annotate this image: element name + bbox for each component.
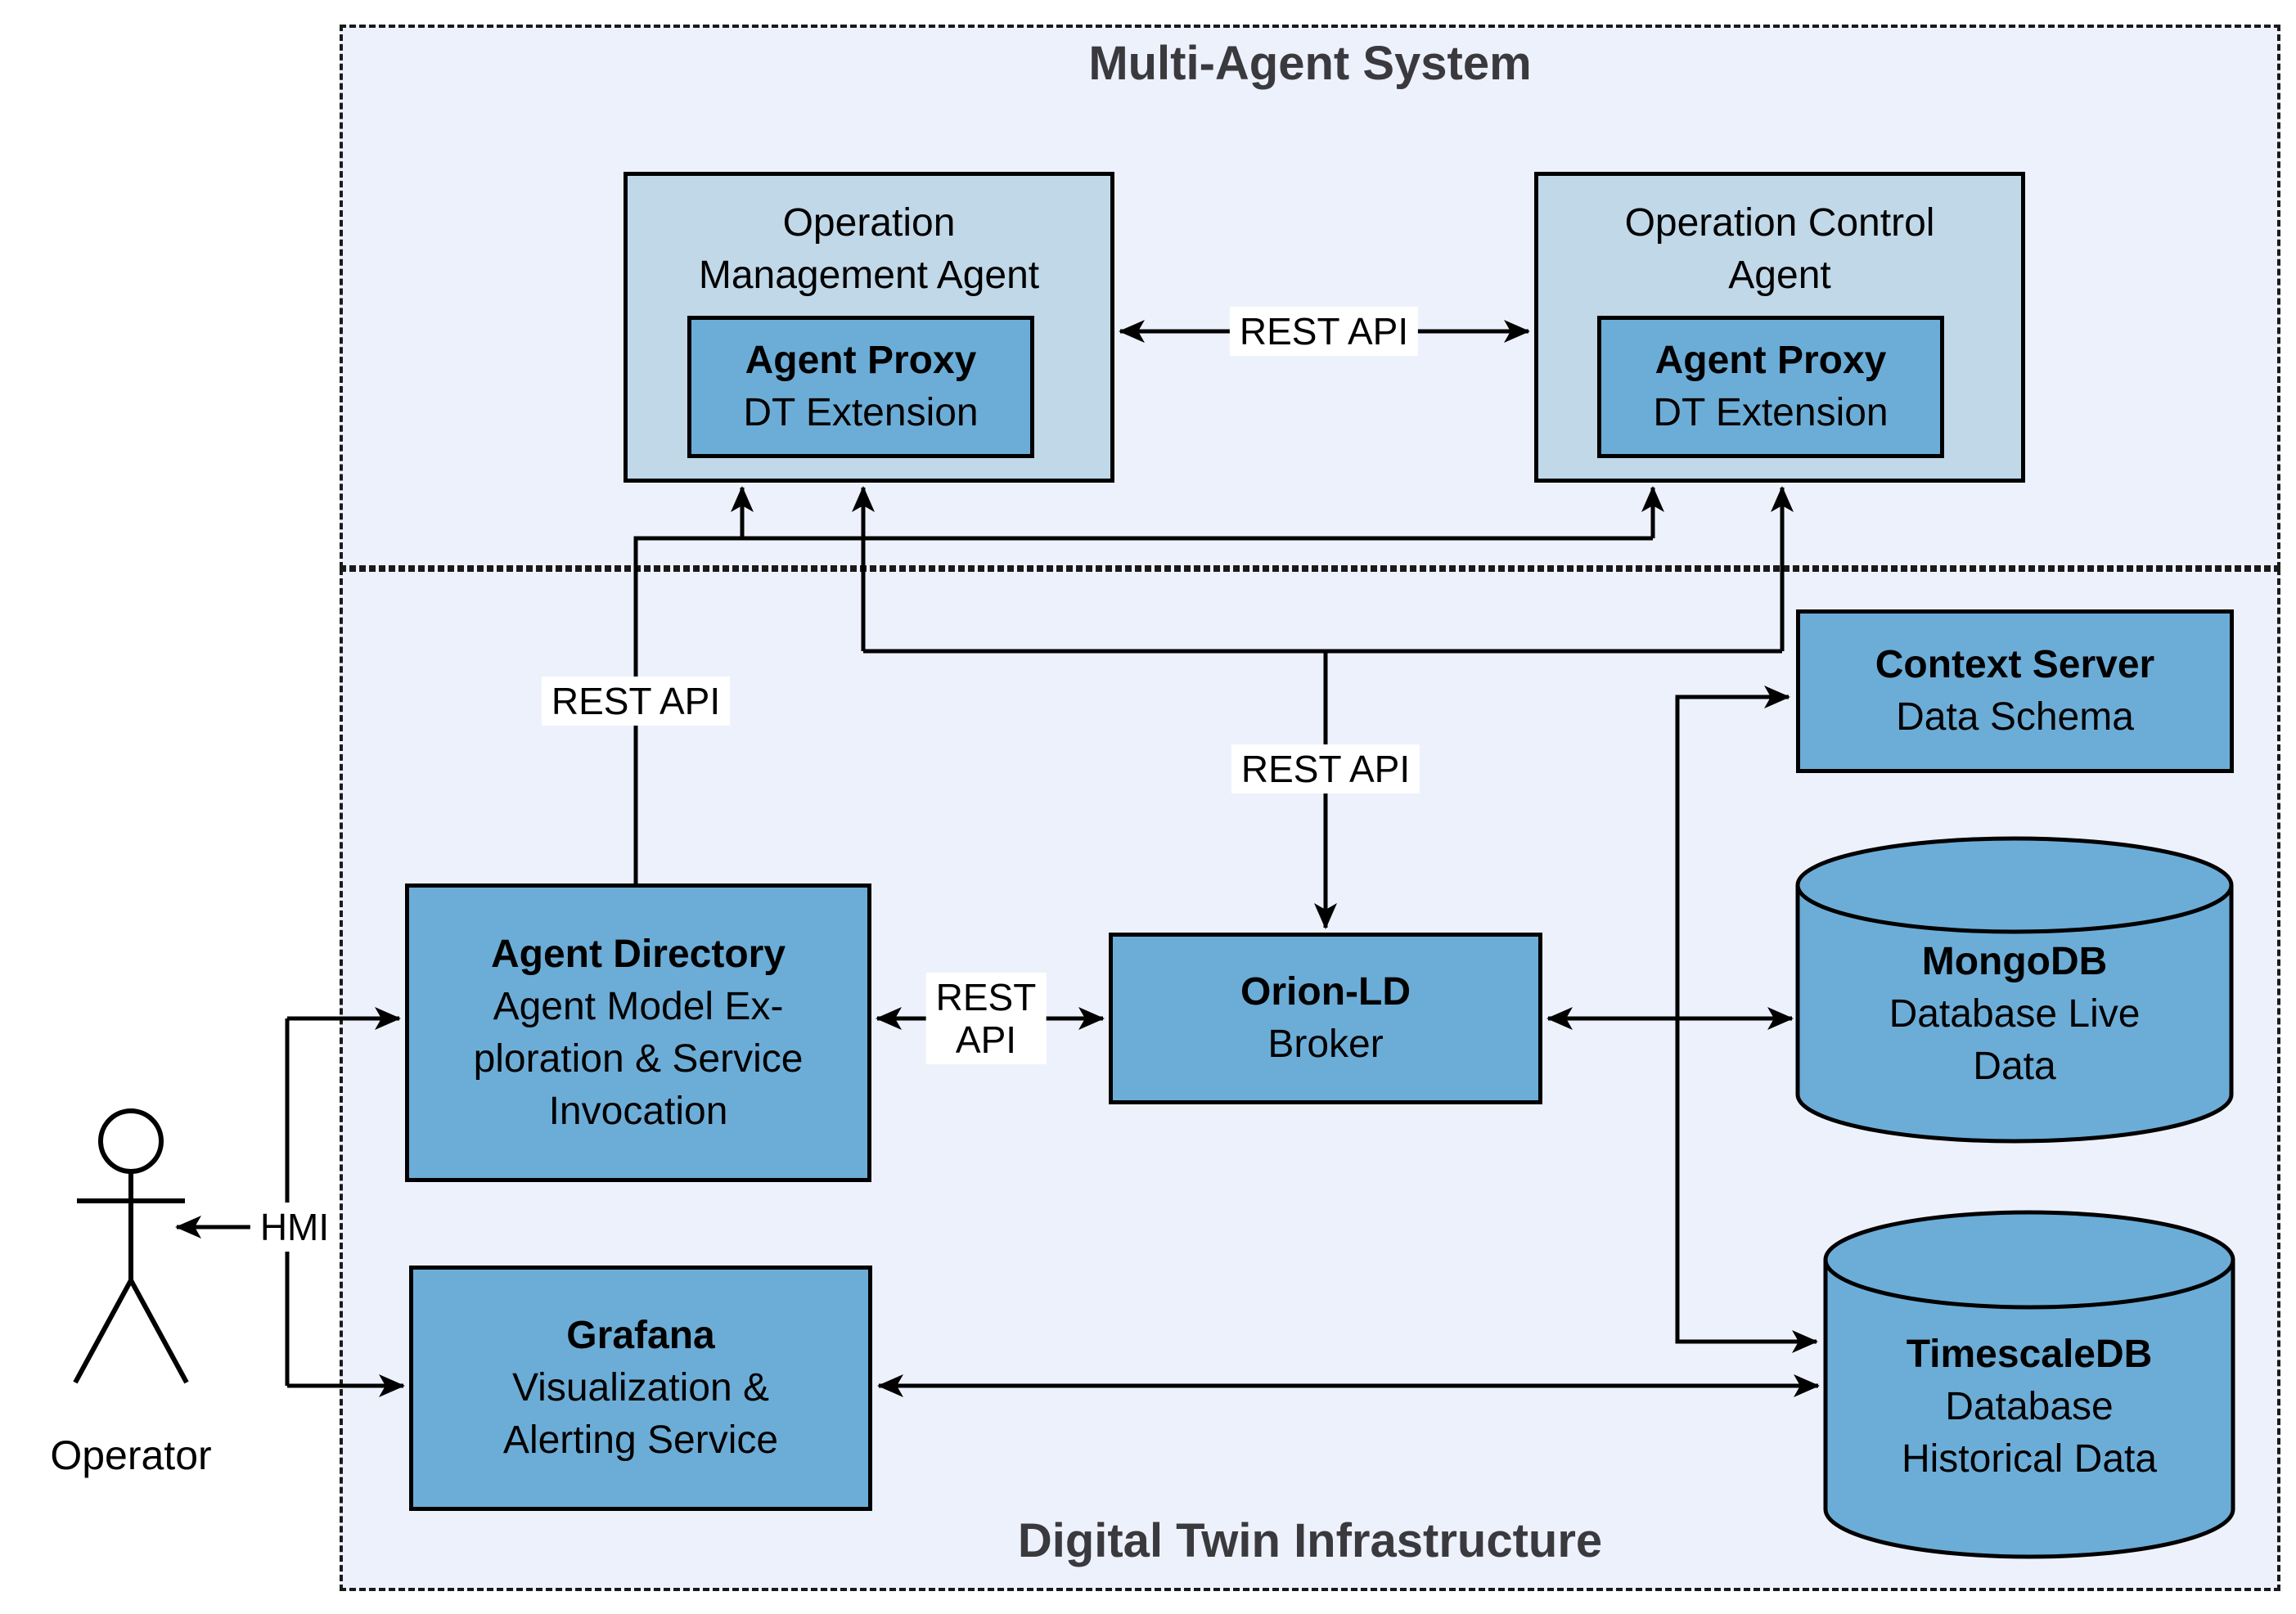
hmi-label: HMI — [250, 1203, 340, 1252]
rest-api-broker-label: REST API — [925, 973, 1047, 1064]
edge-agent-directory-to-agents — [633, 486, 1664, 883]
multi-agent-system-title: Multi-Agent System — [1088, 37, 1532, 90]
operation-management-agent-title-line1: Operation — [782, 201, 956, 245]
agent-proxy-right-subtitle: DT Extension — [1653, 391, 1889, 434]
agent-directory-line1: Agent Model Ex- — [493, 984, 784, 1028]
mongodb-line2: Data — [1973, 1045, 2056, 1088]
agent-proxy-left-box: Agent Proxy DT Extension — [687, 316, 1034, 458]
orion-ld-box: Orion-LD Broker — [1109, 933, 1542, 1104]
operator-label: Operator — [50, 1432, 212, 1478]
orion-ld-title: Orion-LD — [1240, 970, 1411, 1014]
timescaledb-title: TimescaleDB — [1906, 1333, 2153, 1376]
rest-api-broker-label-line1: REST — [935, 976, 1037, 1018]
grafana-box: Grafana Visualization & Alerting Service — [409, 1266, 872, 1511]
grafana-line1: Visualization & — [512, 1366, 769, 1409]
context-server-box: Context Server Data Schema — [1796, 609, 2234, 773]
mongodb-cylinder — [1795, 836, 2234, 1144]
rest-api-agents-label: REST API — [1229, 307, 1419, 356]
agent-proxy-left-subtitle: DT Extension — [743, 391, 979, 434]
mongodb-label: MongoDB Database Live Data — [1798, 904, 2231, 1125]
operation-control-agent-title-line1: Operation Control — [1624, 201, 1935, 245]
operation-control-agent-box: Operation Control Agent Agent Proxy DT E… — [1534, 172, 2025, 483]
context-server-title: Context Server — [1875, 643, 2155, 686]
edge-orion-databases — [1546, 686, 1818, 1353]
rest-api-directory-label: REST API — [541, 677, 731, 726]
agent-proxy-left-title: Agent Proxy — [745, 339, 977, 382]
agent-directory-box: Agent Directory Agent Model Ex- ploratio… — [405, 883, 871, 1182]
edge-orion-to-agents — [852, 486, 1794, 929]
operator-icon — [73, 1108, 189, 1384]
context-server-subtitle: Data Schema — [1896, 695, 2134, 739]
agent-directory-title: Agent Directory — [490, 932, 786, 976]
operation-control-agent-title-line2: Agent — [1728, 254, 1831, 297]
mongodb-title: MongoDB — [1921, 940, 2108, 983]
agent-proxy-right-title: Agent Proxy — [1654, 339, 1887, 382]
rest-api-orion-label: REST API — [1231, 744, 1420, 794]
grafana-title: Grafana — [566, 1314, 715, 1357]
operation-management-agent-title-line2: Management Agent — [698, 254, 1040, 297]
timescaledb-line2: Historical Data — [1901, 1437, 2158, 1481]
operation-management-agent-box: Operation Management Agent Agent Proxy D… — [624, 172, 1114, 483]
digital-twin-infrastructure-title: Digital Twin Infrastructure — [1017, 1514, 1603, 1567]
timescaledb-label: TimescaleDB Database Historical Data — [1826, 1288, 2233, 1526]
mongodb-line1: Database Live — [1889, 992, 2141, 1036]
orion-ld-subtitle: Broker — [1267, 1023, 1384, 1066]
grafana-line2: Alerting Service — [502, 1418, 779, 1462]
agent-directory-line3: Invocation — [548, 1089, 728, 1133]
timescaledb-cylinder — [1823, 1210, 2235, 1559]
agent-directory-line2: ploration & Service — [473, 1036, 804, 1081]
rest-api-broker-label-line2: API — [955, 1018, 1017, 1061]
agent-proxy-right-box: Agent Proxy DT Extension — [1597, 316, 1944, 458]
timescaledb-line1: Database — [1945, 1385, 2114, 1428]
